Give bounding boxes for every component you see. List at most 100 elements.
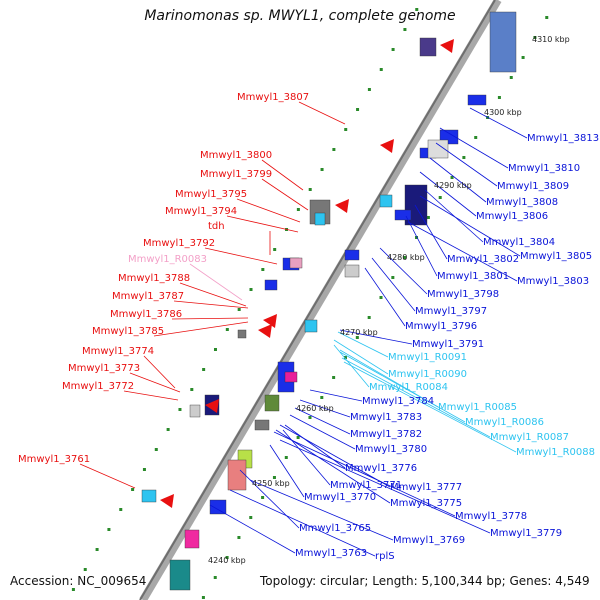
- gene-label-right: Mmwyl1_3804: [483, 237, 555, 248]
- guide-dot: [415, 8, 419, 11]
- gene-label-left: Mmwyl1_3792: [143, 238, 215, 249]
- guide-dot: [178, 408, 182, 411]
- guide-dot: [474, 136, 478, 139]
- label-leader-line: [179, 282, 247, 307]
- gene-feature: [379, 194, 393, 208]
- guide-dot: [213, 576, 217, 579]
- guide-dot: [344, 128, 348, 131]
- gene-label-right: Mmwyl1_3813: [527, 133, 599, 144]
- label-leader-line: [379, 247, 428, 295]
- gene-feature: [344, 264, 360, 278]
- guide-dot: [225, 328, 229, 331]
- gene-feature: [209, 499, 227, 515]
- gene-feature: [304, 319, 318, 333]
- guide-dot: [391, 48, 395, 51]
- gene-label-right: Mmwyl1_3775: [390, 498, 462, 509]
- guide-dot: [166, 428, 170, 431]
- gene-feature: [467, 94, 487, 106]
- gene-label-right: Mmwyl1_3803: [517, 276, 589, 287]
- guide-dot: [71, 588, 75, 591]
- kbp-tick-label: 4300 kbp: [484, 108, 522, 117]
- gene-label-left: Mmwyl1_3787: [112, 291, 184, 302]
- gene-label-right: Mmwyl1_3771: [330, 480, 402, 491]
- guide-dot: [438, 196, 442, 199]
- guide-dot: [343, 356, 347, 359]
- gene-feature: [227, 459, 247, 491]
- gene-label-left: Mmwyl1_3800: [200, 150, 272, 161]
- guide-dot: [95, 548, 99, 551]
- guide-dot: [403, 28, 407, 31]
- guide-dot: [320, 396, 324, 399]
- gene-label-right: Mmwyl1_3778: [455, 511, 527, 522]
- gene-label-right: Mmwyl1_3802: [447, 254, 519, 265]
- gene-label-right: Mmwyl1_R0087: [490, 432, 569, 443]
- label-leader-line: [343, 361, 517, 453]
- genome-backbone: [139, 0, 502, 600]
- label-leader-line: [309, 389, 363, 402]
- label-leader-line: [405, 215, 438, 277]
- label-leader-line: [143, 355, 176, 389]
- gene-label-right: Mmwyl1_3784: [362, 396, 434, 407]
- guide-dot: [190, 388, 194, 391]
- guide-dot: [533, 36, 537, 39]
- topology-text: Topology: circular; Length: 5,100,344 bp…: [260, 574, 590, 588]
- gene-label-right: Mmwyl1_3782: [350, 429, 422, 440]
- label-leader-line: [204, 247, 278, 265]
- label-leader-line: [282, 429, 331, 486]
- gene-label-right: Mmwyl1_3777: [390, 482, 462, 493]
- gene-feature: [189, 404, 201, 418]
- gene-label-right: Mmwyl1_3783: [350, 412, 422, 423]
- label-leader-line: [298, 101, 346, 125]
- guide-dot: [308, 416, 312, 419]
- gene-feature: [427, 139, 449, 159]
- label-leader-line: [209, 504, 296, 554]
- gene-label-right: Mmwyl1_R0091: [388, 352, 467, 363]
- gene-label-right: Mmwyl1_3769: [393, 535, 465, 546]
- kbp-tick-label: 4240 kbp: [208, 556, 246, 565]
- guide-dot: [391, 276, 395, 279]
- guide-dot: [142, 468, 146, 471]
- guide-dot: [225, 556, 229, 559]
- gene-feature: [344, 249, 360, 261]
- gene-feature: [289, 257, 303, 269]
- label-leader-line: [261, 178, 309, 211]
- gene-label-left: Mmwyl1_3788: [118, 273, 190, 284]
- label-leader-line: [333, 339, 389, 375]
- gene-feature: [141, 489, 157, 503]
- gene-feature: [489, 11, 517, 73]
- guide-dot: [296, 436, 300, 439]
- gene-label-right: Mmwyl1_R0090: [388, 369, 467, 380]
- label-leader-line: [341, 357, 491, 438]
- gene-label-right: Mmwyl1_3780: [355, 444, 427, 455]
- gene-label-right: Mmwyl1_3765: [299, 523, 371, 534]
- gene-arrow: [380, 139, 394, 153]
- guide-dot: [355, 336, 359, 339]
- guide-dot: [131, 488, 135, 491]
- kbp-tick-label: 4270 kbp: [340, 328, 378, 337]
- guide-dot: [273, 248, 277, 251]
- gene-label-right: Mmwyl1_3763: [295, 548, 367, 559]
- gene-label-right: Mmwyl1_3809: [497, 181, 569, 192]
- label-leader-line: [79, 463, 136, 489]
- label-leader-line: [189, 263, 243, 301]
- label-leader-line: [414, 204, 448, 260]
- label-leader-line: [284, 424, 346, 469]
- guide-dot: [332, 376, 336, 379]
- label-leader-line: [371, 257, 416, 312]
- gene-label-left: Mmwyl1_3794: [165, 206, 237, 217]
- gene-label-left: tdh: [208, 221, 225, 232]
- label-leader-line: [279, 424, 391, 488]
- gene-feature: [284, 371, 298, 383]
- guide-dot: [213, 348, 217, 351]
- guide-dot: [403, 256, 407, 259]
- guide-dot: [261, 496, 265, 499]
- label-leader-line: [236, 198, 301, 223]
- gene-label-left: Mmwyl1_3795: [175, 189, 247, 200]
- guide-dot: [154, 448, 158, 451]
- gene-label-right: rplS: [375, 551, 395, 562]
- guide-dot: [296, 208, 300, 211]
- gene-label-right: Mmwyl1_R0084: [369, 382, 448, 393]
- guide-dot: [308, 188, 312, 191]
- gene-label-right: Mmwyl1_3770: [304, 492, 376, 503]
